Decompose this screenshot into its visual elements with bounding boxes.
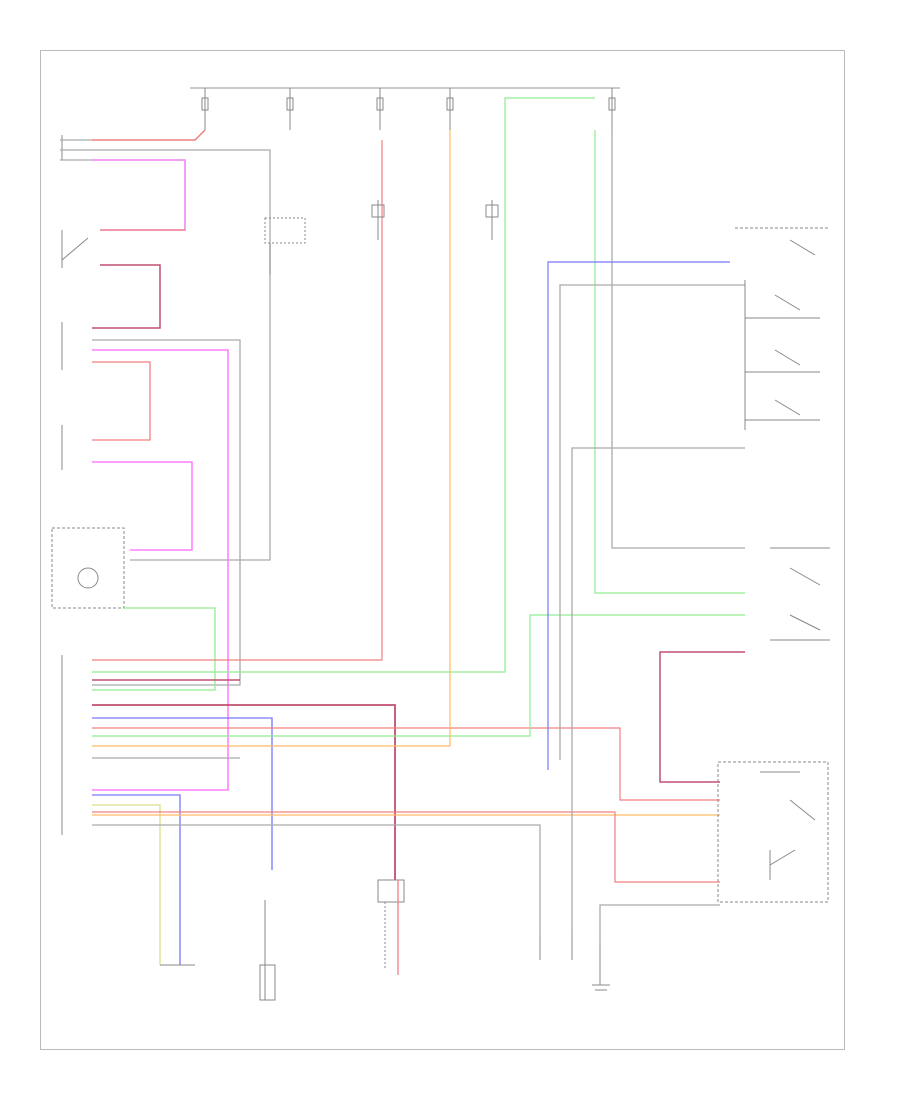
- ecu-harness: [92, 97, 745, 965]
- fuse-2: [286, 88, 294, 130]
- wire-orange-h8: [92, 130, 451, 747]
- fuse-3: [376, 88, 384, 130]
- wire-gray-1: [92, 149, 271, 561]
- wire-gray-cruise: [559, 284, 745, 760]
- wire-darkred-stoplight: [659, 651, 745, 783]
- wire-gray-cruise2: [571, 447, 745, 930]
- diode-2: [485, 200, 499, 240]
- fuse-block-top: [190, 87, 620, 130]
- wire-green-h7: [92, 614, 745, 737]
- diode-1: [371, 200, 385, 240]
- wire-darkred-right: [92, 811, 720, 883]
- wire-gray-bottom: [92, 824, 541, 935]
- bottom-relay-1: [259, 900, 276, 1001]
- wire-darkred-h4: [92, 704, 396, 880]
- switch-contact-1: [789, 239, 816, 256]
- stop-light-switch: [770, 547, 830, 641]
- cruise-control-main-switch: [735, 227, 830, 430]
- left-connector-top: [60, 135, 92, 161]
- bottom-sensor-center: [377, 879, 405, 970]
- fuse-4: [446, 88, 454, 130]
- switch-contact-2: [745, 294, 820, 319]
- left-switch-1: [61, 230, 89, 268]
- wire-darkred-1: [92, 264, 161, 329]
- wire-gray-actuator: [599, 904, 720, 940]
- wire-magenta-2: [92, 461, 193, 551]
- wire-red-h6: [92, 727, 720, 801]
- wire-green-sensor: [92, 607, 216, 691]
- wire-pink-brakelight: [92, 361, 151, 441]
- wire-blue-h5: [92, 717, 273, 870]
- wire-magenta-long: [92, 349, 229, 791]
- wire-yellow-down: [92, 804, 161, 965]
- wire-gray-2: [92, 339, 241, 686]
- wire-gray-v-right: [611, 130, 745, 549]
- fuse-1: [201, 88, 209, 130]
- vehicle-speed-sensor: [51, 527, 125, 609]
- wire-pink-top: [92, 159, 186, 231]
- cruise-control-actuator: [717, 761, 829, 903]
- relay-block-center: [264, 217, 306, 275]
- wire-green-v-right: [594, 130, 745, 594]
- wire-green-h2: [92, 97, 595, 673]
- ground-points: [539, 930, 610, 991]
- switch-contact-4: [745, 399, 820, 421]
- diagram-frame: [40, 50, 845, 1050]
- wire-red-h1: [92, 140, 383, 661]
- fuse-5: [608, 88, 616, 130]
- wire-blue-down: [92, 794, 181, 965]
- wire-blue-cruise: [547, 261, 730, 770]
- switch-contact-3: [745, 349, 820, 373]
- wire-red-top: [92, 129, 206, 141]
